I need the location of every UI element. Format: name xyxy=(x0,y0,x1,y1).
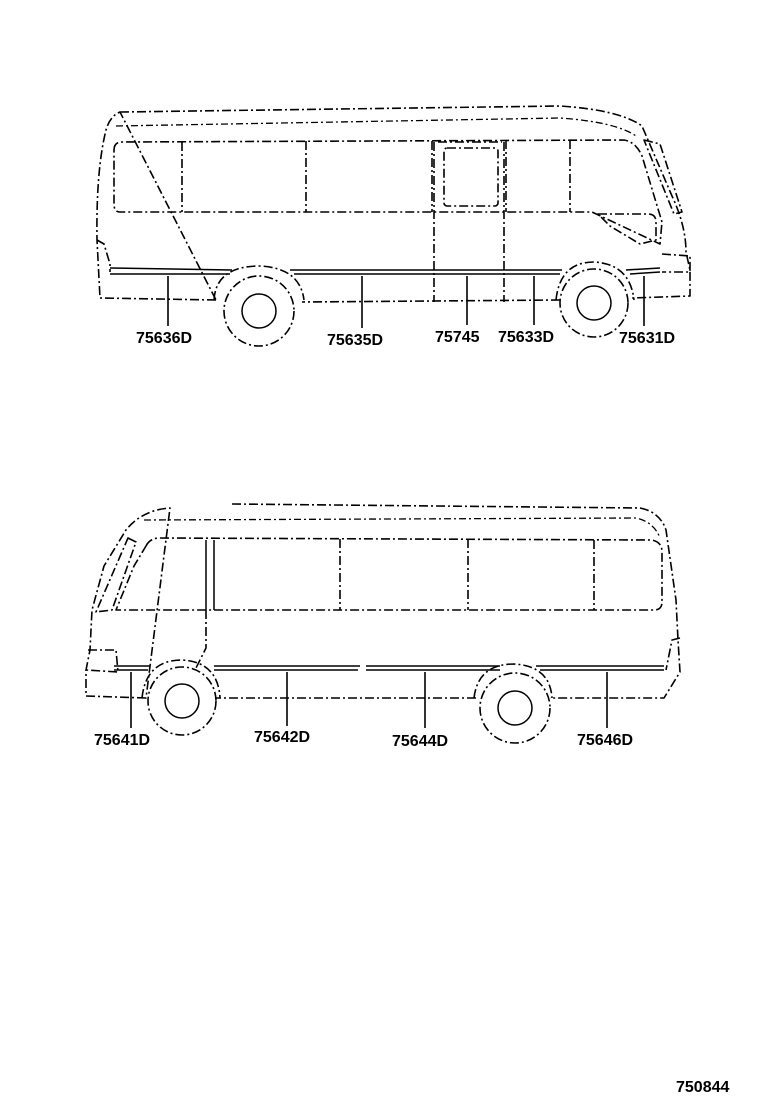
top-labels: 75636D 75635D 75745 75633D 75631D xyxy=(136,329,675,349)
front-wheel xyxy=(147,666,217,736)
window-band xyxy=(113,139,663,245)
front-wheel-hub xyxy=(576,285,612,321)
driver-door xyxy=(195,610,207,669)
part-label: 75646D xyxy=(577,732,633,749)
door-window xyxy=(443,147,499,207)
diagram-id: 750844 xyxy=(676,1079,729,1096)
front-wheel xyxy=(559,268,629,338)
rear-wheel-hub xyxy=(497,690,533,726)
bus-body-outline xyxy=(96,105,691,303)
windshield xyxy=(95,537,137,613)
rear-wheel-hub xyxy=(241,293,277,329)
window-band xyxy=(115,537,663,611)
windshield xyxy=(643,139,683,215)
part-label: 75635D xyxy=(327,332,383,349)
rear-bumper xyxy=(665,637,681,671)
bus-left-side-view xyxy=(85,503,681,744)
part-label: 75644D xyxy=(392,733,448,750)
driver-window xyxy=(597,213,657,245)
top-leader-lines xyxy=(167,276,645,328)
side-door xyxy=(433,141,505,302)
front-wheel-arch xyxy=(141,659,221,699)
part-label: 75633D xyxy=(498,329,554,346)
part-label: 75745 xyxy=(435,329,480,346)
roof-line xyxy=(143,517,661,539)
part-label: 75642D xyxy=(254,729,310,746)
side-molding-lower xyxy=(110,271,661,275)
rear-wheel xyxy=(479,672,551,744)
part-label: 75636D xyxy=(136,330,192,347)
bottom-leader-lines xyxy=(130,672,608,728)
part-label: 75641D xyxy=(94,732,150,749)
front-wheel-arch xyxy=(555,261,635,301)
rear-wheel xyxy=(223,275,295,347)
front-bumper xyxy=(661,253,691,273)
side-molding xyxy=(109,267,661,271)
bus-right-side-view xyxy=(96,105,691,347)
rear-bumper xyxy=(96,239,111,272)
roof-line xyxy=(115,117,637,137)
bottom-labels: 75641D 75642D 75644D 75646D xyxy=(94,729,633,750)
bus-body-outline xyxy=(85,503,681,699)
rear-wheel-arch xyxy=(213,265,305,301)
part-label: 75631D xyxy=(619,330,675,347)
front-bumper xyxy=(85,649,119,673)
front-wheel-hub xyxy=(164,683,200,719)
rear-wheel-arch xyxy=(473,663,553,699)
